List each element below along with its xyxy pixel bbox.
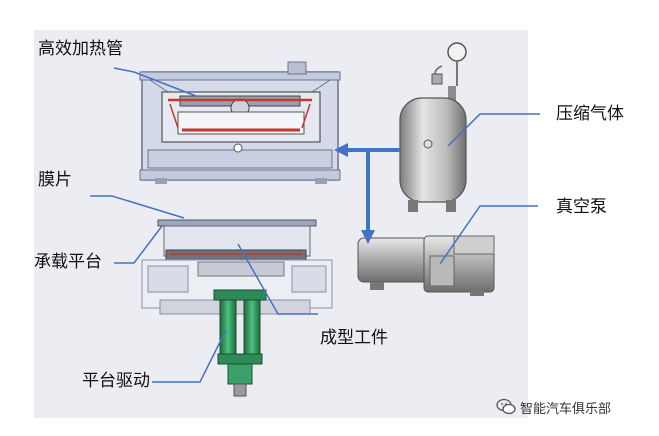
label-platform: 承载平台 <box>34 252 102 272</box>
workpiece-pointer <box>237 243 318 315</box>
label-workpiece: 成型工件 <box>320 328 388 348</box>
wechat-icon <box>496 398 516 415</box>
platform-pointer <box>114 225 163 264</box>
gas-pointer <box>447 113 540 147</box>
label-compressed-gas: 压缩气体 <box>556 104 624 124</box>
film-sheet <box>157 219 317 227</box>
label-drive: 平台驱动 <box>82 371 150 391</box>
pump-pointer <box>439 205 538 265</box>
pointer-lines <box>90 67 540 383</box>
label-film: 膜片 <box>38 170 72 190</box>
flow-arrows <box>334 143 400 244</box>
watermark-text: 智能汽车俱乐部 <box>520 402 612 417</box>
heating-chamber <box>139 61 341 184</box>
vacuum-pump <box>357 235 495 296</box>
film-pointer <box>90 195 185 219</box>
drive-pointer <box>152 329 227 383</box>
watermark: 智能汽车俱乐部 <box>496 396 648 418</box>
heater-pointer <box>113 67 197 97</box>
heater-tubes <box>168 98 312 132</box>
pressure-gauge-icon <box>447 42 467 62</box>
label-vacuum-pump: 真空泵 <box>556 197 607 217</box>
gas-tank <box>399 42 467 212</box>
drive-cylinder <box>213 289 267 397</box>
label-heater: 高效加热管 <box>38 39 123 59</box>
